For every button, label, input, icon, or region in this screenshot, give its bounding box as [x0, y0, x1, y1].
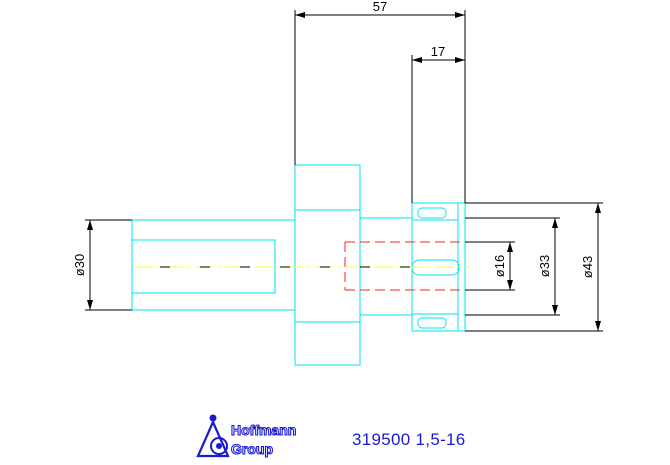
logo-gear-icon	[210, 437, 228, 455]
flange-outline	[294, 164, 361, 366]
dim-17-label: 17	[431, 44, 445, 59]
dimension-lines	[85, 10, 603, 332]
nut-ring-bottom	[417, 317, 447, 329]
nut-ring-top	[417, 207, 447, 219]
dim-57-label: 57	[373, 0, 387, 14]
bore-hidden-lines	[344, 241, 465, 291]
hoffmann-group-logo: Hoffmann Group	[193, 410, 308, 460]
dim-30-label: ø30	[72, 254, 87, 276]
arrow-57-right	[455, 12, 465, 18]
arrow-33-top	[552, 218, 558, 228]
arrow-16-bottom	[507, 280, 513, 290]
dim-33-label: ø33	[537, 255, 552, 277]
arrow-43-top	[595, 203, 601, 213]
shank-outline	[131, 219, 296, 311]
logo-head-icon	[209, 414, 217, 422]
dim-43-label: ø43	[580, 256, 595, 278]
arrow-30-bottom	[87, 300, 93, 310]
arrow-30-top	[87, 220, 93, 230]
shank-inner-step	[131, 239, 276, 294]
logo-brand-line2: Group	[231, 441, 273, 457]
logo-gear-hub-icon	[216, 443, 222, 449]
arrow-17-right	[455, 57, 465, 63]
arrow-33-bottom	[552, 305, 558, 315]
hoffmann-group-logo-graphic: Hoffmann Group	[196, 414, 297, 458]
dimension-arrows	[87, 12, 601, 331]
dim-16-label: ø16	[492, 255, 507, 277]
arrow-57-left	[295, 12, 305, 18]
arrow-16-top	[507, 242, 513, 252]
logo-brand-line1: Hoffmann	[231, 422, 296, 438]
part-outline	[131, 164, 466, 366]
part-number: 319500 1,5-16	[352, 430, 466, 449]
arrow-17-left	[412, 57, 422, 63]
arrow-43-bottom	[595, 321, 601, 331]
